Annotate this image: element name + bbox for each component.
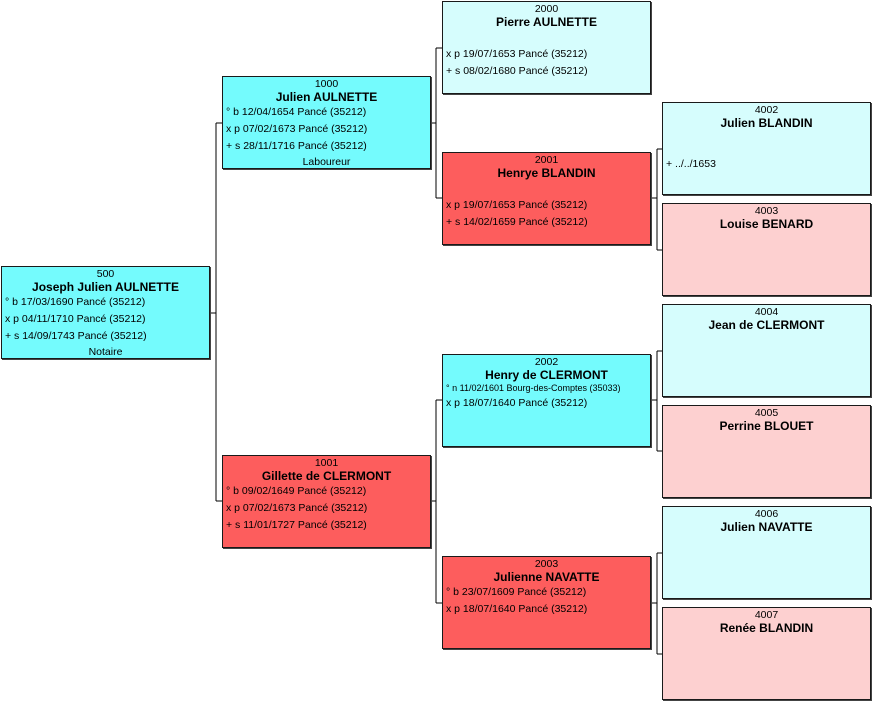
marriage-event: x p 07/02/1673 Pancé (35212) [226, 123, 368, 135]
person-card-4004[interactable]: 4004 Jean de CLERMONT [662, 304, 871, 397]
person-name: Julien BLANDIN [720, 116, 813, 130]
sosa-number: 2000 [534, 3, 559, 15]
occupation: Laboureur [302, 156, 351, 168]
person-card-2002[interactable]: 2002 Henry de CLERMONT ° n 11/02/1601 Bo… [442, 354, 651, 447]
empty-event-line [663, 130, 870, 156]
sosa-number: 2003 [534, 558, 559, 570]
person-card-1000[interactable]: 1000 Julien AULNETTE ° b 12/04/1654 Panc… [222, 76, 431, 169]
baptism-event: ° b 12/04/1654 Pancé (35212) [226, 106, 367, 118]
person-card-4002[interactable]: 4002 Julien BLANDIN + ../../1653 [662, 102, 871, 195]
death-event: + ../../1653 [666, 158, 716, 170]
person-name: Julien NAVATTE [720, 520, 813, 534]
person-card-2001[interactable]: 2001 Henrye BLANDIN x p 19/07/1653 Pancé… [442, 152, 651, 245]
person-card-4007[interactable]: 4007 Renée BLANDIN [662, 607, 871, 700]
sosa-number: 500 [96, 268, 115, 280]
sosa-number: 1001 [314, 457, 339, 469]
baptism-event: ° b 09/02/1649 Pancé (35212) [226, 485, 367, 497]
person-name: Henrye BLANDIN [497, 166, 596, 180]
person-card-500[interactable]: 500 Joseph Julien AULNETTE ° b 17/03/169… [1, 266, 210, 359]
sosa-number: 2001 [534, 154, 559, 166]
marriage-event: x p 19/07/1653 Pancé (35212) [446, 199, 588, 211]
person-card-2000[interactable]: 2000 Pierre AULNETTE x p 19/07/1653 Panc… [442, 1, 651, 94]
burial-event: + s 11/01/1727 Pancé (35212) [226, 519, 367, 531]
person-name: Renée BLANDIN [719, 621, 814, 635]
burial-event: + s 14/02/1659 Pancé (35212) [446, 216, 588, 228]
birth-event: ° n 11/02/1601 Bourg-des-Comptes (35033) [446, 383, 621, 393]
empty-event-line [443, 180, 650, 197]
person-card-1001[interactable]: 1001 Gillette de CLERMONT ° b 09/02/1649… [222, 455, 431, 548]
person-name: Pierre AULNETTE [496, 15, 597, 29]
sosa-number: 1000 [314, 78, 339, 90]
burial-event: + s 08/02/1680 Pancé (35212) [446, 65, 588, 77]
sosa-number: 4004 [754, 306, 779, 318]
marriage-event: x p 18/07/1640 Pancé (35212) [446, 397, 588, 409]
sosa-number: 2002 [534, 356, 559, 368]
person-name: Julien AULNETTE [275, 90, 378, 104]
marriage-event: x p 19/07/1653 Pancé (35212) [446, 48, 588, 60]
person-card-4003[interactable]: 4003 Louise BENARD [662, 203, 871, 296]
sosa-number: 4002 [754, 104, 779, 116]
sosa-number: 4003 [754, 205, 779, 217]
sosa-number: 4006 [754, 508, 779, 520]
burial-event: + s 14/09/1743 Pancé (35212) [5, 330, 147, 342]
person-name: Perrine BLOUET [719, 419, 814, 433]
person-name: Gillette de CLERMONT [261, 469, 392, 483]
marriage-event: x p 18/07/1640 Pancé (35212) [446, 603, 588, 615]
person-name: Louise BENARD [719, 217, 814, 231]
person-card-2003[interactable]: 2003 Julienne NAVATTE ° b 23/07/1609 Pan… [442, 556, 651, 649]
baptism-event: ° b 23/07/1609 Pancé (35212) [446, 586, 587, 598]
occupation: Notaire [88, 346, 123, 358]
sosa-number: 4005 [754, 407, 779, 419]
person-name: Julienne NAVATTE [493, 570, 600, 584]
person-name: Henry de CLERMONT [485, 368, 608, 382]
person-card-4005[interactable]: 4005 Perrine BLOUET [662, 405, 871, 498]
person-card-4006[interactable]: 4006 Julien NAVATTE [662, 506, 871, 599]
burial-event: + s 28/11/1716 Pancé (35212) [226, 140, 367, 152]
baptism-event: ° b 17/03/1690 Pancé (35212) [5, 296, 146, 308]
sosa-number: 4007 [754, 609, 779, 621]
person-name: Jean de CLERMONT [708, 318, 825, 332]
empty-event-line [443, 29, 650, 46]
person-name: Joseph Julien AULNETTE [32, 280, 179, 294]
marriage-event: x p 07/02/1673 Pancé (35212) [226, 502, 368, 514]
marriage-event: x p 04/11/1710 Pancé (35212) [5, 313, 146, 325]
